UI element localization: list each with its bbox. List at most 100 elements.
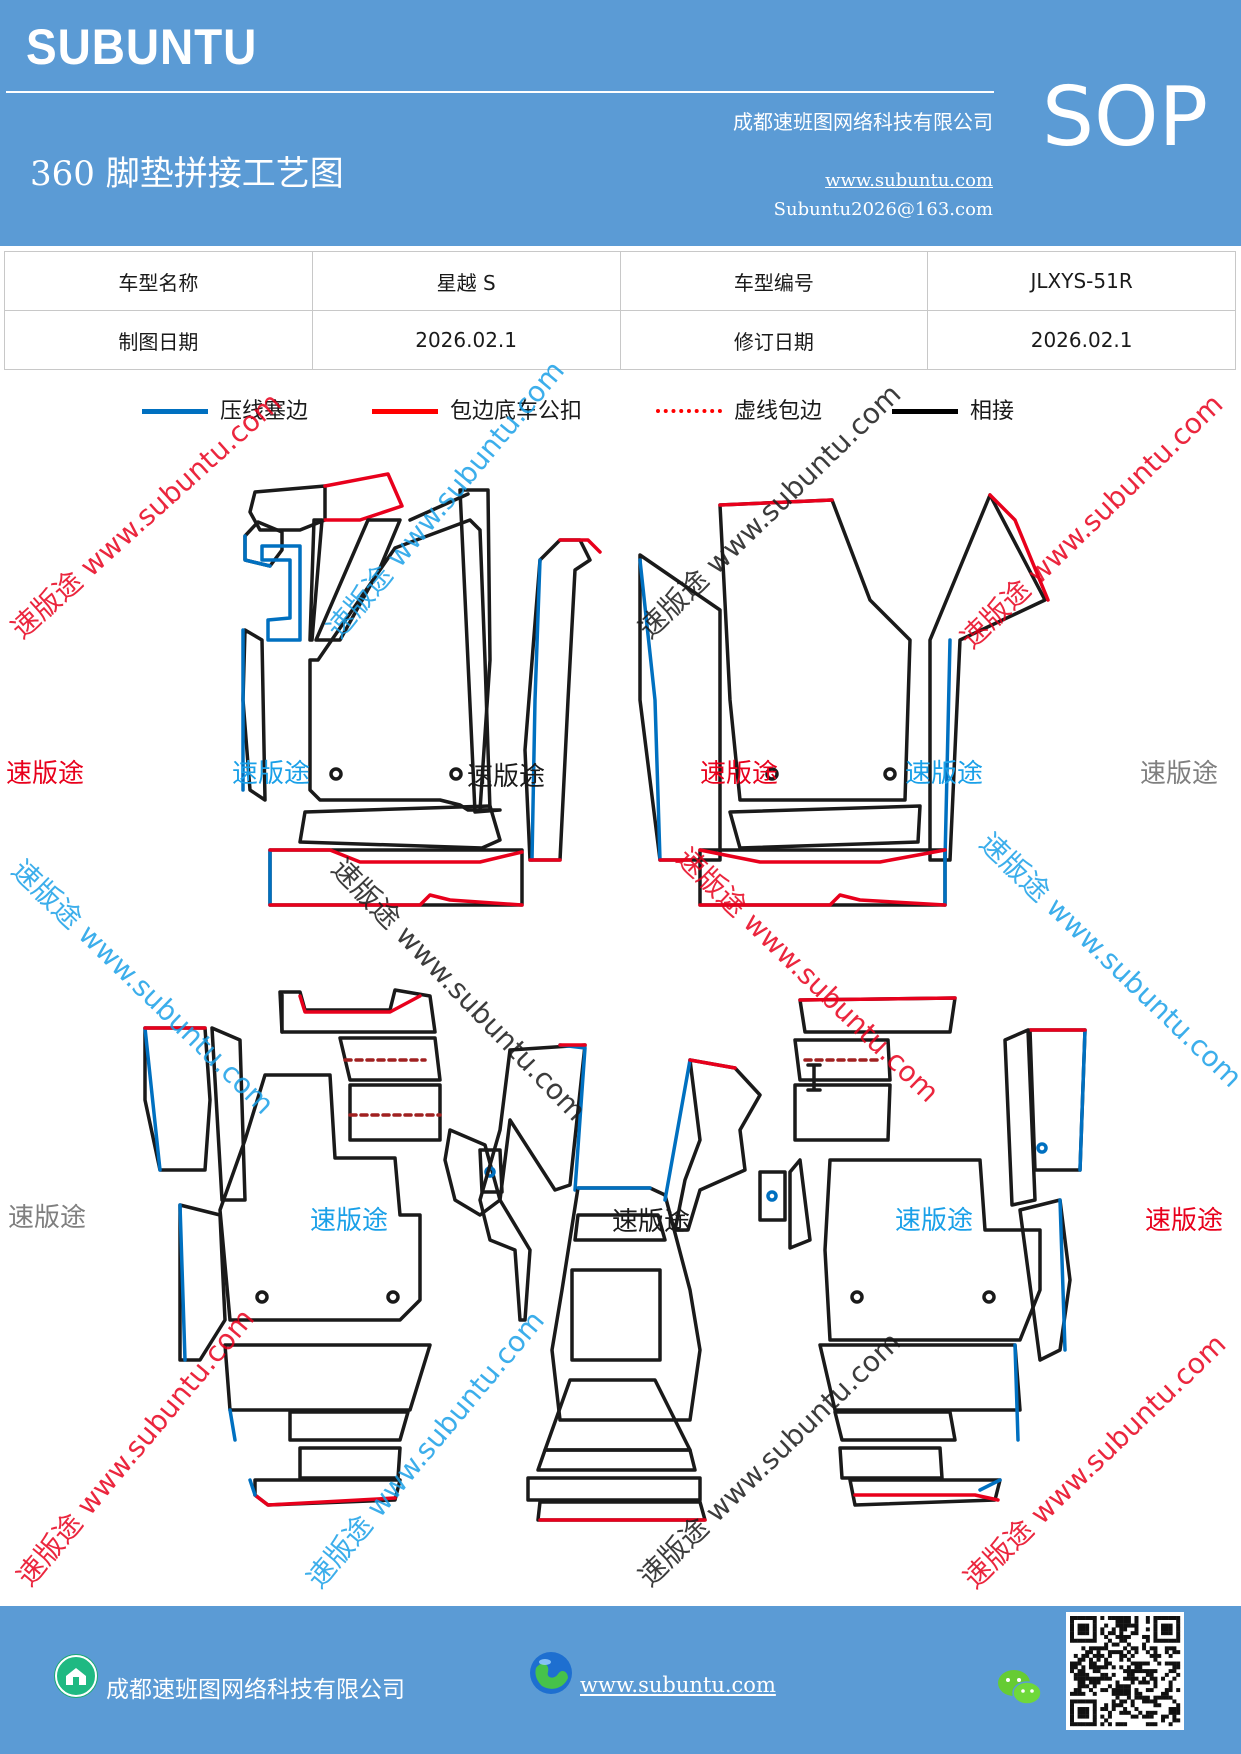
qr-module [1164, 1623, 1169, 1628]
website-link[interactable]: www.subuntu.com [825, 170, 993, 191]
qr-module [1145, 1669, 1150, 1674]
qr-module [1085, 1722, 1090, 1727]
qr-module [1119, 1634, 1124, 1639]
qr-module [1126, 1684, 1131, 1689]
qr-module [1134, 1688, 1139, 1693]
qr-module [1157, 1695, 1162, 1700]
qr-module [1134, 1646, 1139, 1651]
legend-swatch [372, 409, 438, 414]
qr-module [1145, 1616, 1150, 1620]
qr-module [1088, 1650, 1093, 1655]
qr-module [1134, 1669, 1139, 1674]
qr-module [1145, 1695, 1150, 1700]
watermark-text: 速版途 [6, 759, 84, 789]
qr-module [1077, 1722, 1082, 1727]
qr-module [1153, 1684, 1158, 1689]
qr-module [1088, 1657, 1093, 1662]
qr-module [1130, 1714, 1135, 1719]
qr-module [1164, 1616, 1169, 1620]
qr-module [1107, 1650, 1112, 1655]
qr-module [1119, 1665, 1124, 1670]
qr-module [1081, 1672, 1086, 1677]
qr-module [1145, 1638, 1150, 1643]
qr-module [1161, 1718, 1166, 1723]
qr-module [1130, 1661, 1135, 1666]
qr-module [1107, 1638, 1112, 1643]
qr-module [1092, 1665, 1097, 1670]
qr-module [1130, 1669, 1135, 1674]
qr-module [1115, 1688, 1120, 1693]
qr-module [1176, 1638, 1181, 1643]
footer-website-link[interactable]: www.subuntu.com [580, 1673, 776, 1697]
qr-module [1176, 1627, 1181, 1632]
table-cell: JLXYS-51R [927, 251, 1236, 311]
wechat-icon[interactable] [996, 1668, 1044, 1708]
qr-module [1172, 1665, 1177, 1670]
qr-module [1153, 1638, 1158, 1643]
qr-module [1168, 1631, 1173, 1636]
qr-module [1172, 1699, 1177, 1704]
qr-module [1157, 1638, 1162, 1643]
qr-module [1126, 1616, 1131, 1620]
qr-module [1119, 1623, 1124, 1628]
qr-module [1088, 1646, 1093, 1651]
brand-logo: SUBUNTU [26, 19, 258, 75]
qr-module [1092, 1684, 1097, 1689]
table-row: 车型名称 星越 S 车型编号 JLXYS-51R [4, 251, 1236, 311]
qr-module [1134, 1661, 1139, 1666]
qr-module [1119, 1722, 1124, 1727]
qr-module [1111, 1616, 1116, 1620]
qr-module [1073, 1672, 1078, 1677]
qr-module [1092, 1616, 1097, 1620]
qr-module [1172, 1714, 1177, 1719]
qr-module [1081, 1631, 1086, 1636]
watermark-diagonal: 速版途 www.subuntu.com [300, 1304, 551, 1594]
qr-module [1172, 1616, 1177, 1620]
qr-module [1164, 1661, 1169, 1666]
qr-module [1138, 1680, 1143, 1685]
qr-module [1070, 1707, 1074, 1712]
table-cell: 修订日期 [619, 310, 929, 370]
qr-module [1077, 1627, 1082, 1632]
qr-module [1172, 1646, 1177, 1651]
qr-module [1107, 1684, 1112, 1689]
qr-module [1123, 1722, 1128, 1727]
qr-module [1172, 1707, 1177, 1712]
qr-module [1138, 1669, 1143, 1674]
watermark-diagonal: 速版途 www.subuntu.com [10, 1302, 261, 1592]
qr-module [1134, 1707, 1139, 1712]
qr-module [1070, 1669, 1074, 1674]
qr-module [1130, 1631, 1135, 1636]
qr-module [1130, 1672, 1135, 1677]
qr-module [1164, 1714, 1169, 1719]
qr-module [1168, 1623, 1173, 1628]
qr-module [1081, 1676, 1086, 1681]
qr-module [1130, 1699, 1135, 1704]
qr-module [1092, 1646, 1097, 1651]
qr-module [1149, 1688, 1154, 1693]
qr-module [1073, 1653, 1078, 1658]
qr-module [1126, 1669, 1131, 1674]
qr-module [1096, 1653, 1101, 1658]
qr-module [1111, 1688, 1116, 1693]
qr-module [1164, 1650, 1169, 1655]
qr-module [1085, 1672, 1090, 1677]
qr-module [1115, 1634, 1120, 1639]
qr-module [1085, 1714, 1090, 1719]
qr-module [1153, 1695, 1158, 1700]
qr-module [1077, 1657, 1082, 1662]
globe-icon [528, 1650, 572, 1694]
qr-module [1157, 1653, 1162, 1658]
qr-module [1126, 1619, 1131, 1624]
qr-module [1168, 1638, 1173, 1643]
qr-module [1092, 1722, 1097, 1727]
qr-module [1081, 1714, 1086, 1719]
qr-module [1104, 1703, 1109, 1708]
qr-module [1123, 1684, 1128, 1689]
qr-code-icon [1066, 1612, 1184, 1730]
qr-module [1126, 1672, 1131, 1677]
qr-module [1145, 1634, 1150, 1639]
qr-module [1070, 1631, 1074, 1636]
watermark-diagonal: 速版途 www.subuntu.com [632, 377, 907, 645]
qr-module [1070, 1627, 1074, 1632]
